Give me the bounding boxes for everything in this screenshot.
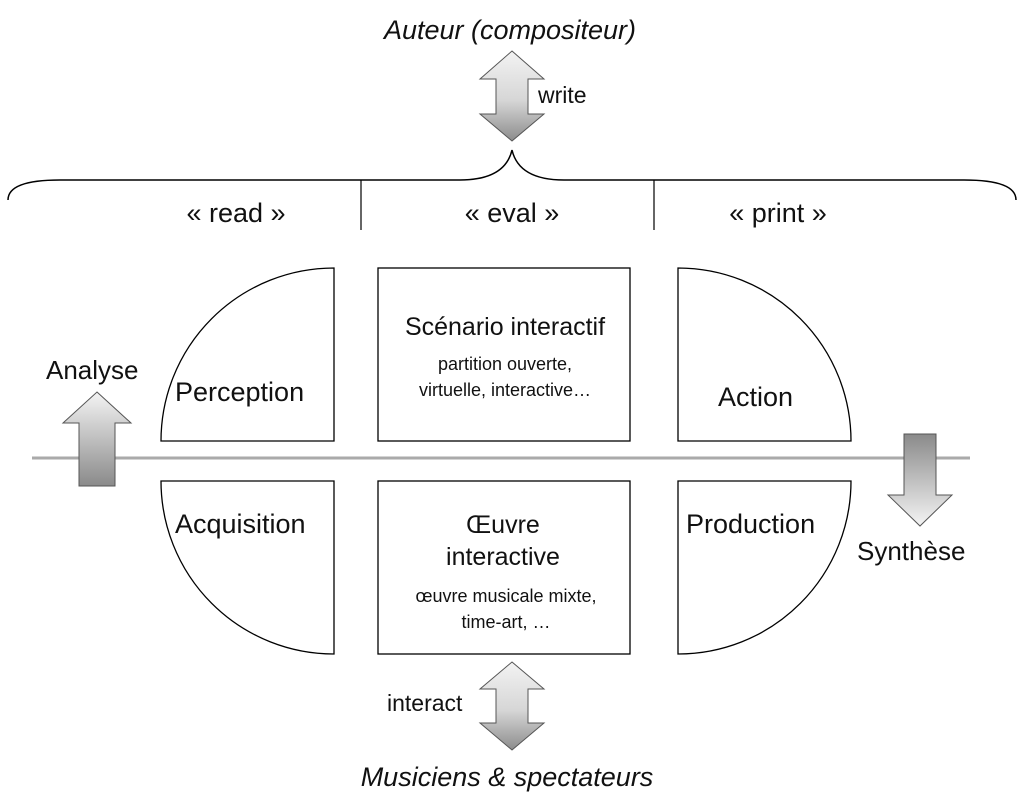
scenario-line-1: partition ouverte, [437,354,573,374]
oeuvre-line-1: œuvre musicale mixte, [415,586,597,606]
scenario-line-2: virtuelle, interactive… [418,380,592,400]
production-quadrant [677,480,852,655]
write-label: write [538,82,587,108]
oeuvre-title-line-2: interactive [446,543,560,571]
musicians-title: Musiciens & spectateurs [360,762,654,792]
perception-quadrant [160,267,335,442]
scenario-title: Scénario interactif [404,313,606,341]
scenario-box [377,267,631,442]
action-label: Action [718,382,794,412]
production-label: Production [686,509,816,539]
oeuvre-description: œuvre musicale mixte, time-art, … [415,583,596,635]
column-print: « print » [729,198,827,228]
write-double-arrow [478,50,546,142]
oeuvre-line-2: time-art, … [461,612,551,632]
analyse-up-arrow [61,391,133,487]
interact-label: interact [387,690,463,716]
oeuvre-box [377,480,631,655]
perception-label: Perception [175,377,305,407]
acquisition-label: Acquisition [175,509,306,539]
analyse-label: Analyse [46,355,139,385]
action-quadrant [677,267,852,442]
curly-brace [7,149,1017,201]
synthese-label: Synthèse [857,536,966,566]
oeuvre-title: Œuvre interactive [403,509,603,573]
column-read: « read » [186,198,286,228]
interact-double-arrow [478,661,546,751]
column-eval: « eval » [464,198,560,228]
author-title: Auteur (compositeur) [383,15,637,45]
scenario-description: partition ouverte, virtuelle, interactiv… [419,351,591,403]
synthese-down-arrow [886,433,954,527]
acquisition-quadrant [160,480,335,655]
oeuvre-title-line-1: Œuvre [466,511,540,539]
